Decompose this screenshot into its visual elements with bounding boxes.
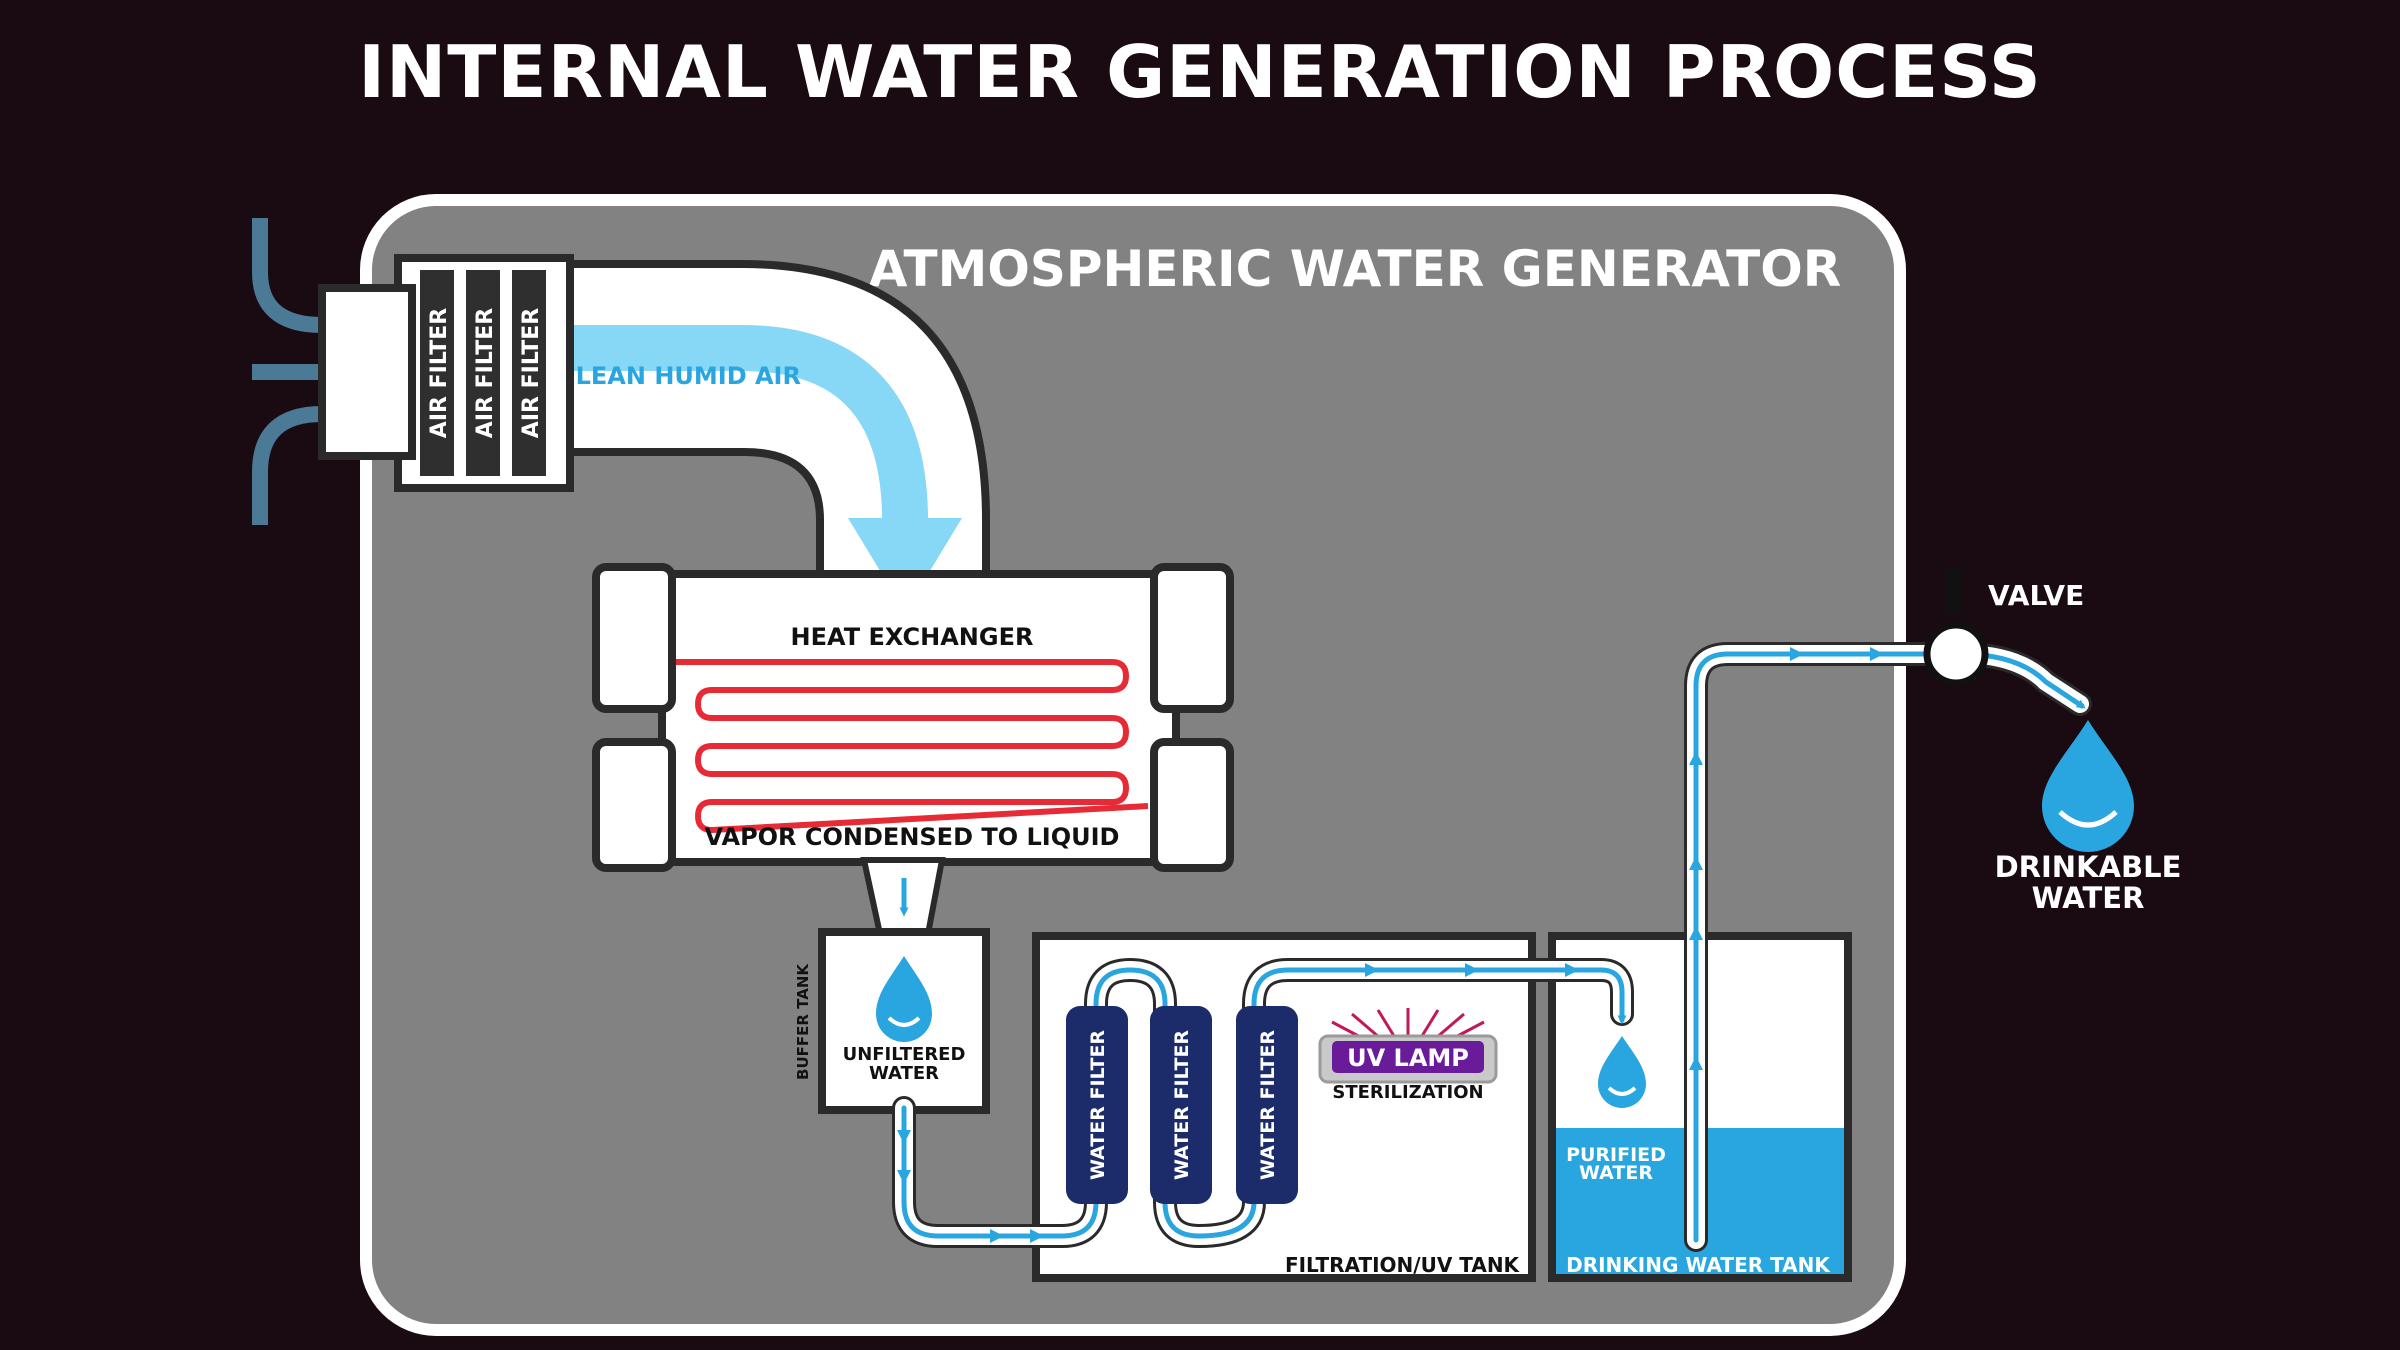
water-filter-label: WATER FILTER (1171, 1030, 1193, 1180)
water-filter-3: WATER FILTER (1236, 1006, 1298, 1204)
buffer-water-label: WATER (869, 1063, 939, 1084)
machine-label: ATMOSPHERIC WATER GENERATOR (869, 240, 1842, 298)
valve: VALVE (1923, 568, 2084, 687)
purified-water-label: PURIFIED (1566, 1144, 1666, 1166)
drinkable-water-label: DRINKABLE (1995, 850, 2182, 884)
buffer-tank-label: BUFFER TANK (794, 963, 812, 1080)
air-filter-2: AIR FILTER (466, 270, 500, 476)
buffer-water-label: UNFILTERED (843, 1044, 966, 1065)
condenser-coil (676, 659, 1149, 834)
uv-lamp-label: UV LAMP (1347, 1044, 1469, 1072)
valve-handle (1946, 568, 1962, 614)
air-filter-1: AIR FILTER (420, 270, 454, 476)
uv-lamp: UV LAMP STERILIZATION (1318, 1008, 1498, 1103)
heat-exchanger: HEAT EXCHANGER VAPOR CONDENSED TO LIQUID (592, 563, 1234, 872)
water-filter-label: WATER FILTER (1257, 1030, 1279, 1180)
valve-label: VALVE (1988, 579, 2084, 612)
drinking-tank-label: DRINKING WATER TANK (1566, 1253, 1831, 1277)
water-filter-1: WATER FILTER (1066, 1006, 1128, 1204)
buffer-tank: UNFILTERED WATER BUFFER TANK (794, 928, 990, 1114)
purified-water-label: WATER (1579, 1162, 1653, 1184)
airflow-label: CLEAN HUMID AIR (558, 362, 801, 390)
filtration-tank-label: FILTRATION/UV TANK (1285, 1253, 1521, 1277)
air-filter-flange (318, 284, 416, 460)
heat-exchanger-title: HEAT EXCHANGER (791, 623, 1034, 651)
airflow-stream (545, 325, 928, 521)
water-drop-icon (2042, 720, 2134, 852)
flow-arrows (897, 647, 1884, 1243)
air-filter-label: AIR FILTER (519, 308, 544, 438)
valve-icon (1923, 621, 1989, 687)
page-title: INTERNAL WATER GENERATION PROCESS (358, 30, 2042, 114)
air-filter-label: AIR FILTER (473, 308, 498, 438)
airflow-arrowhead (848, 518, 962, 612)
air-filter-label: AIR FILTER (427, 308, 452, 438)
heat-exchanger-caption: VAPOR CONDENSED TO LIQUID (705, 823, 1120, 851)
sterilization-label: STERILIZATION (1332, 1082, 1483, 1103)
air-filter-3: AIR FILTER (512, 270, 546, 476)
water-filter-2: WATER FILTER (1150, 1006, 1212, 1204)
drinkable-water-label: WATER (2032, 881, 2145, 915)
drinkable-water-output: DRINKABLE WATER (1995, 720, 2182, 915)
water-filter-label: WATER FILTER (1087, 1030, 1109, 1180)
